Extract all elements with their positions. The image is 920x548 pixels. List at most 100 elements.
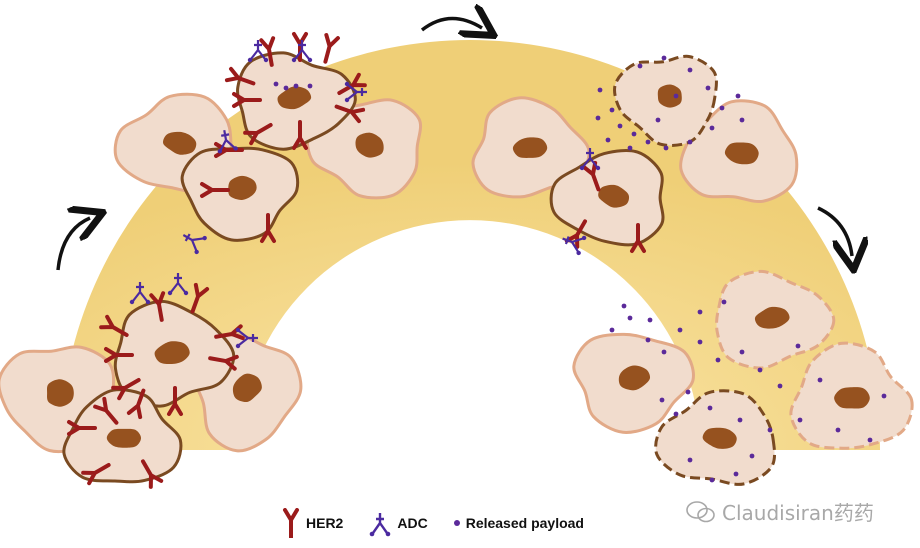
payload-dot [645,337,651,343]
payload-dot [605,137,611,143]
payload-dot [661,349,667,355]
payload-dot [739,349,745,355]
payload-dot [673,93,679,99]
her2-receptor [259,36,276,67]
her2-receptor [190,282,210,314]
adc-molecule [235,327,258,349]
cell-dying-3 [789,341,914,450]
payload-dot [685,389,691,395]
payload-dot [621,303,627,309]
payload-dot [673,411,679,417]
payload-dot [595,115,601,121]
adc-molecule [344,81,367,103]
payload-dot [707,405,713,411]
payload-dot [645,139,651,145]
payload-dot [609,327,615,333]
cell-target-2-nucleus [106,428,142,448]
payload-dot [687,67,693,73]
payload-dot [617,123,623,129]
payload-dot [677,327,683,333]
her2-receptor [232,92,262,108]
cell-dying-4-nucleus [702,427,737,449]
payload-dot [881,393,887,399]
payload-dot [705,85,711,91]
her2-receptor [141,459,164,489]
arrow-icon-top [420,18,482,30]
cell-target-3-nucleus [228,175,257,201]
arrow-icon-right [817,206,852,256]
payload-dot [307,83,313,89]
payload-dot [627,315,633,321]
legend-adc-label: ADC [397,515,428,531]
payload-dot [739,117,745,123]
her2-receptor [126,388,146,420]
cell-dying-2-nucleus [754,306,790,329]
watermark-text: Claudisiran药药 [722,501,874,525]
payload-dot [687,139,693,145]
cell-normal-4-nucleus [355,132,384,158]
her2-receptor [260,213,276,243]
her2-receptor [67,420,97,436]
cell-normal-7-nucleus [618,365,651,391]
legend-payload-label: Released payload [465,515,584,531]
her2-receptor [149,291,166,322]
payload-dot [631,131,637,137]
payload-dot [609,107,615,113]
cell-dying-1-nucleus [657,84,682,108]
arrow-icon-left [56,218,90,271]
payload-dot [795,343,801,349]
her2-receptor [93,396,119,425]
payload-dot [637,63,643,69]
cell-dying-2 [715,269,836,370]
her2-receptor [334,104,366,124]
payload-dot [835,427,841,433]
her2-receptor [99,314,129,337]
payload-dot [867,437,873,443]
legend-adc: ADC [369,509,428,537]
wechat-icon [686,500,715,522]
her2-receptor [81,463,111,486]
cell-normal-7 [572,332,695,434]
cell-dying-4 [654,389,777,486]
payload-dot [737,417,743,423]
payload-dot [757,367,763,373]
adc-molecule [579,148,601,171]
legend: HER2 ADC Released payload [282,508,610,538]
cell-normal-5 [471,96,591,199]
payload-dot [293,83,299,89]
payload-dot [273,81,279,87]
payload-dot [661,55,667,61]
adc-molecule [217,129,238,154]
payload-dot [719,105,725,111]
her2-receptor [111,378,141,401]
adc-molecule [182,233,207,255]
adc-molecule [129,282,151,305]
payload-dot [715,357,721,363]
cell-target-4-nucleus [277,86,312,110]
payload-dot [777,383,783,389]
payload-dot [655,117,661,123]
adc-molecule [247,40,269,63]
adc-molecule [291,40,313,63]
payload-dot [709,125,715,131]
cell-normal-6 [679,99,799,204]
payload-dot [797,417,803,423]
adc-molecule [562,235,587,256]
payload-dot [627,145,633,151]
her2-receptor [224,66,256,86]
her2-receptor [323,32,340,64]
payload-dot [709,477,715,483]
payload-dot [283,85,289,91]
legend-payload: Released payload [453,515,584,531]
payload-dot [663,145,669,151]
payload-dot [697,309,703,315]
payload-dot [687,457,693,463]
cell-target-2 [62,388,183,484]
cell-normal-1-nucleus [46,379,74,407]
cell-normal-3-nucleus [163,131,197,155]
her2-receptor [200,182,230,198]
legend-her2: HER2 [282,508,343,538]
her2-receptor [292,120,308,150]
her2-receptor [208,354,239,371]
